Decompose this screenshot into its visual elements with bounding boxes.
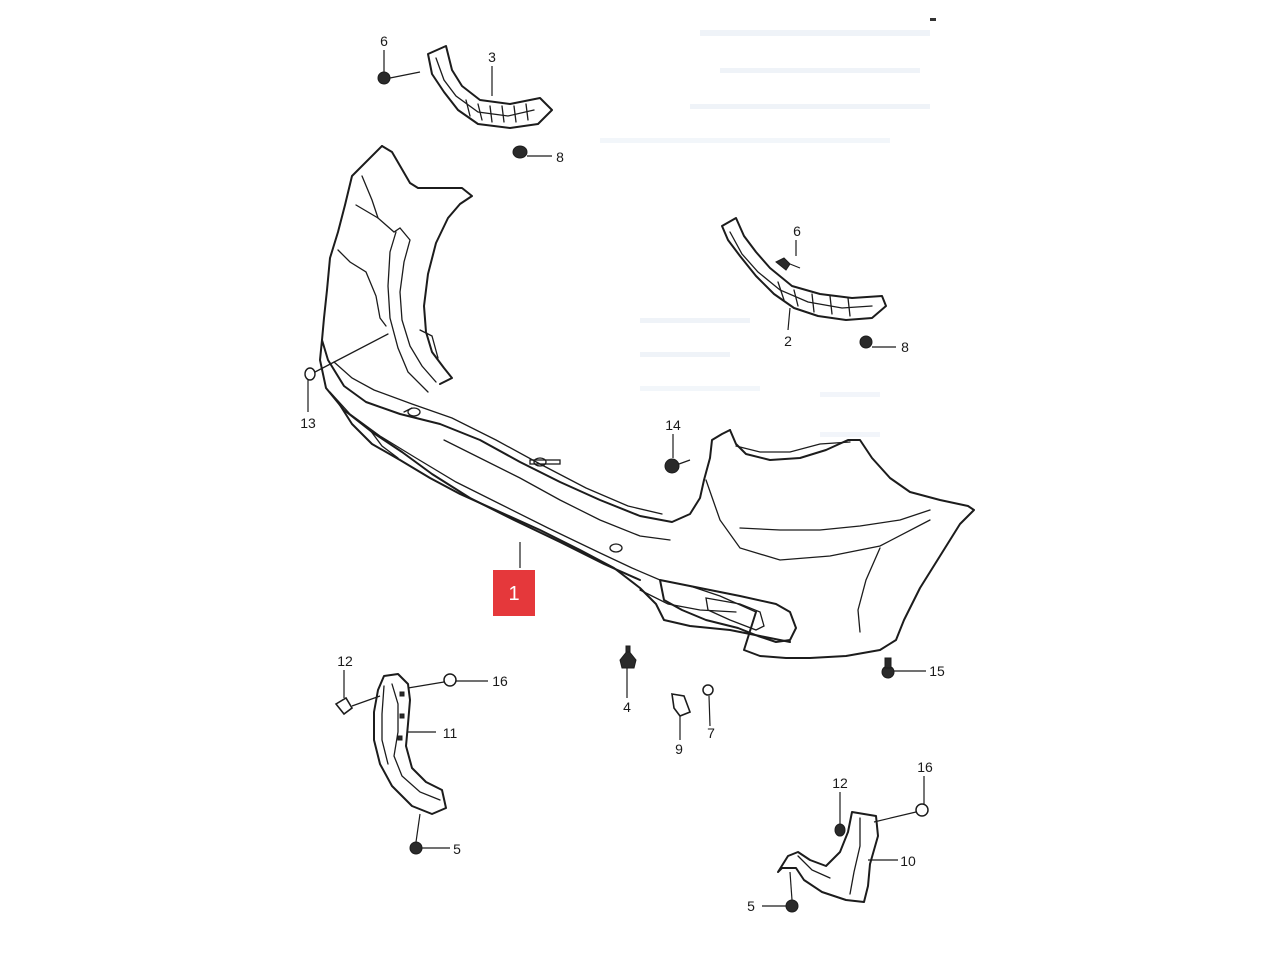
callout-1: 1 [508,583,519,605]
corner-mark [930,18,936,21]
callout-6: 6 [380,33,388,49]
callout-labels: 6 3 8 6 2 8 13 14 15 4 9 7 12 16 11 5 12… [300,33,945,914]
callout-5: 5 [747,898,755,914]
clip-9[interactable] [671,693,692,717]
clip-13[interactable] [304,333,389,381]
callout-16: 16 [917,759,933,775]
background-ghost-text [600,30,930,437]
fastener-14[interactable] [664,458,691,474]
callout-14: 14 [665,417,681,433]
fastener-6a[interactable] [377,71,421,85]
fastener-5a[interactable] [409,813,423,855]
fastener-8a[interactable] [512,145,528,159]
callout-6: 6 [793,223,801,239]
callout-10: 10 [900,853,916,869]
fastener-7[interactable] [702,684,714,696]
fastener-12a[interactable] [334,695,381,716]
fastener-6b[interactable] [775,257,801,271]
mud-flap-10[interactable] [777,811,879,903]
callout-12: 12 [337,653,353,669]
callout-8: 8 [556,149,564,165]
callout-5: 5 [453,841,461,857]
fastener-15[interactable] [881,657,895,679]
callout-15: 15 [929,663,945,679]
callout-7: 7 [707,725,715,741]
fastener-8b[interactable] [859,335,873,349]
fastener-16b[interactable] [873,803,929,823]
fastener-16a[interactable] [407,673,457,689]
callout-1-highlight[interactable]: 1 [493,570,535,616]
callout-11: 11 [443,725,458,741]
side-bracket-11[interactable] [373,673,447,815]
callout-4: 4 [623,699,631,715]
rear-bumper-cover[interactable] [319,145,975,659]
callout-12: 12 [832,775,848,791]
bracket-2[interactable] [721,217,887,321]
callout-3: 3 [488,49,496,65]
highlight-box [493,570,535,616]
callout-9: 9 [675,741,683,757]
callout-16: 16 [492,673,508,689]
bracket-3[interactable] [427,45,553,129]
callout-13: 13 [300,415,316,431]
fastener-12b[interactable] [834,823,846,837]
callout-2: 2 [784,333,792,349]
clip-4[interactable] [619,645,637,669]
leader-lines [307,50,926,907]
callout-8: 8 [901,339,909,355]
fastener-5b[interactable] [785,871,799,913]
